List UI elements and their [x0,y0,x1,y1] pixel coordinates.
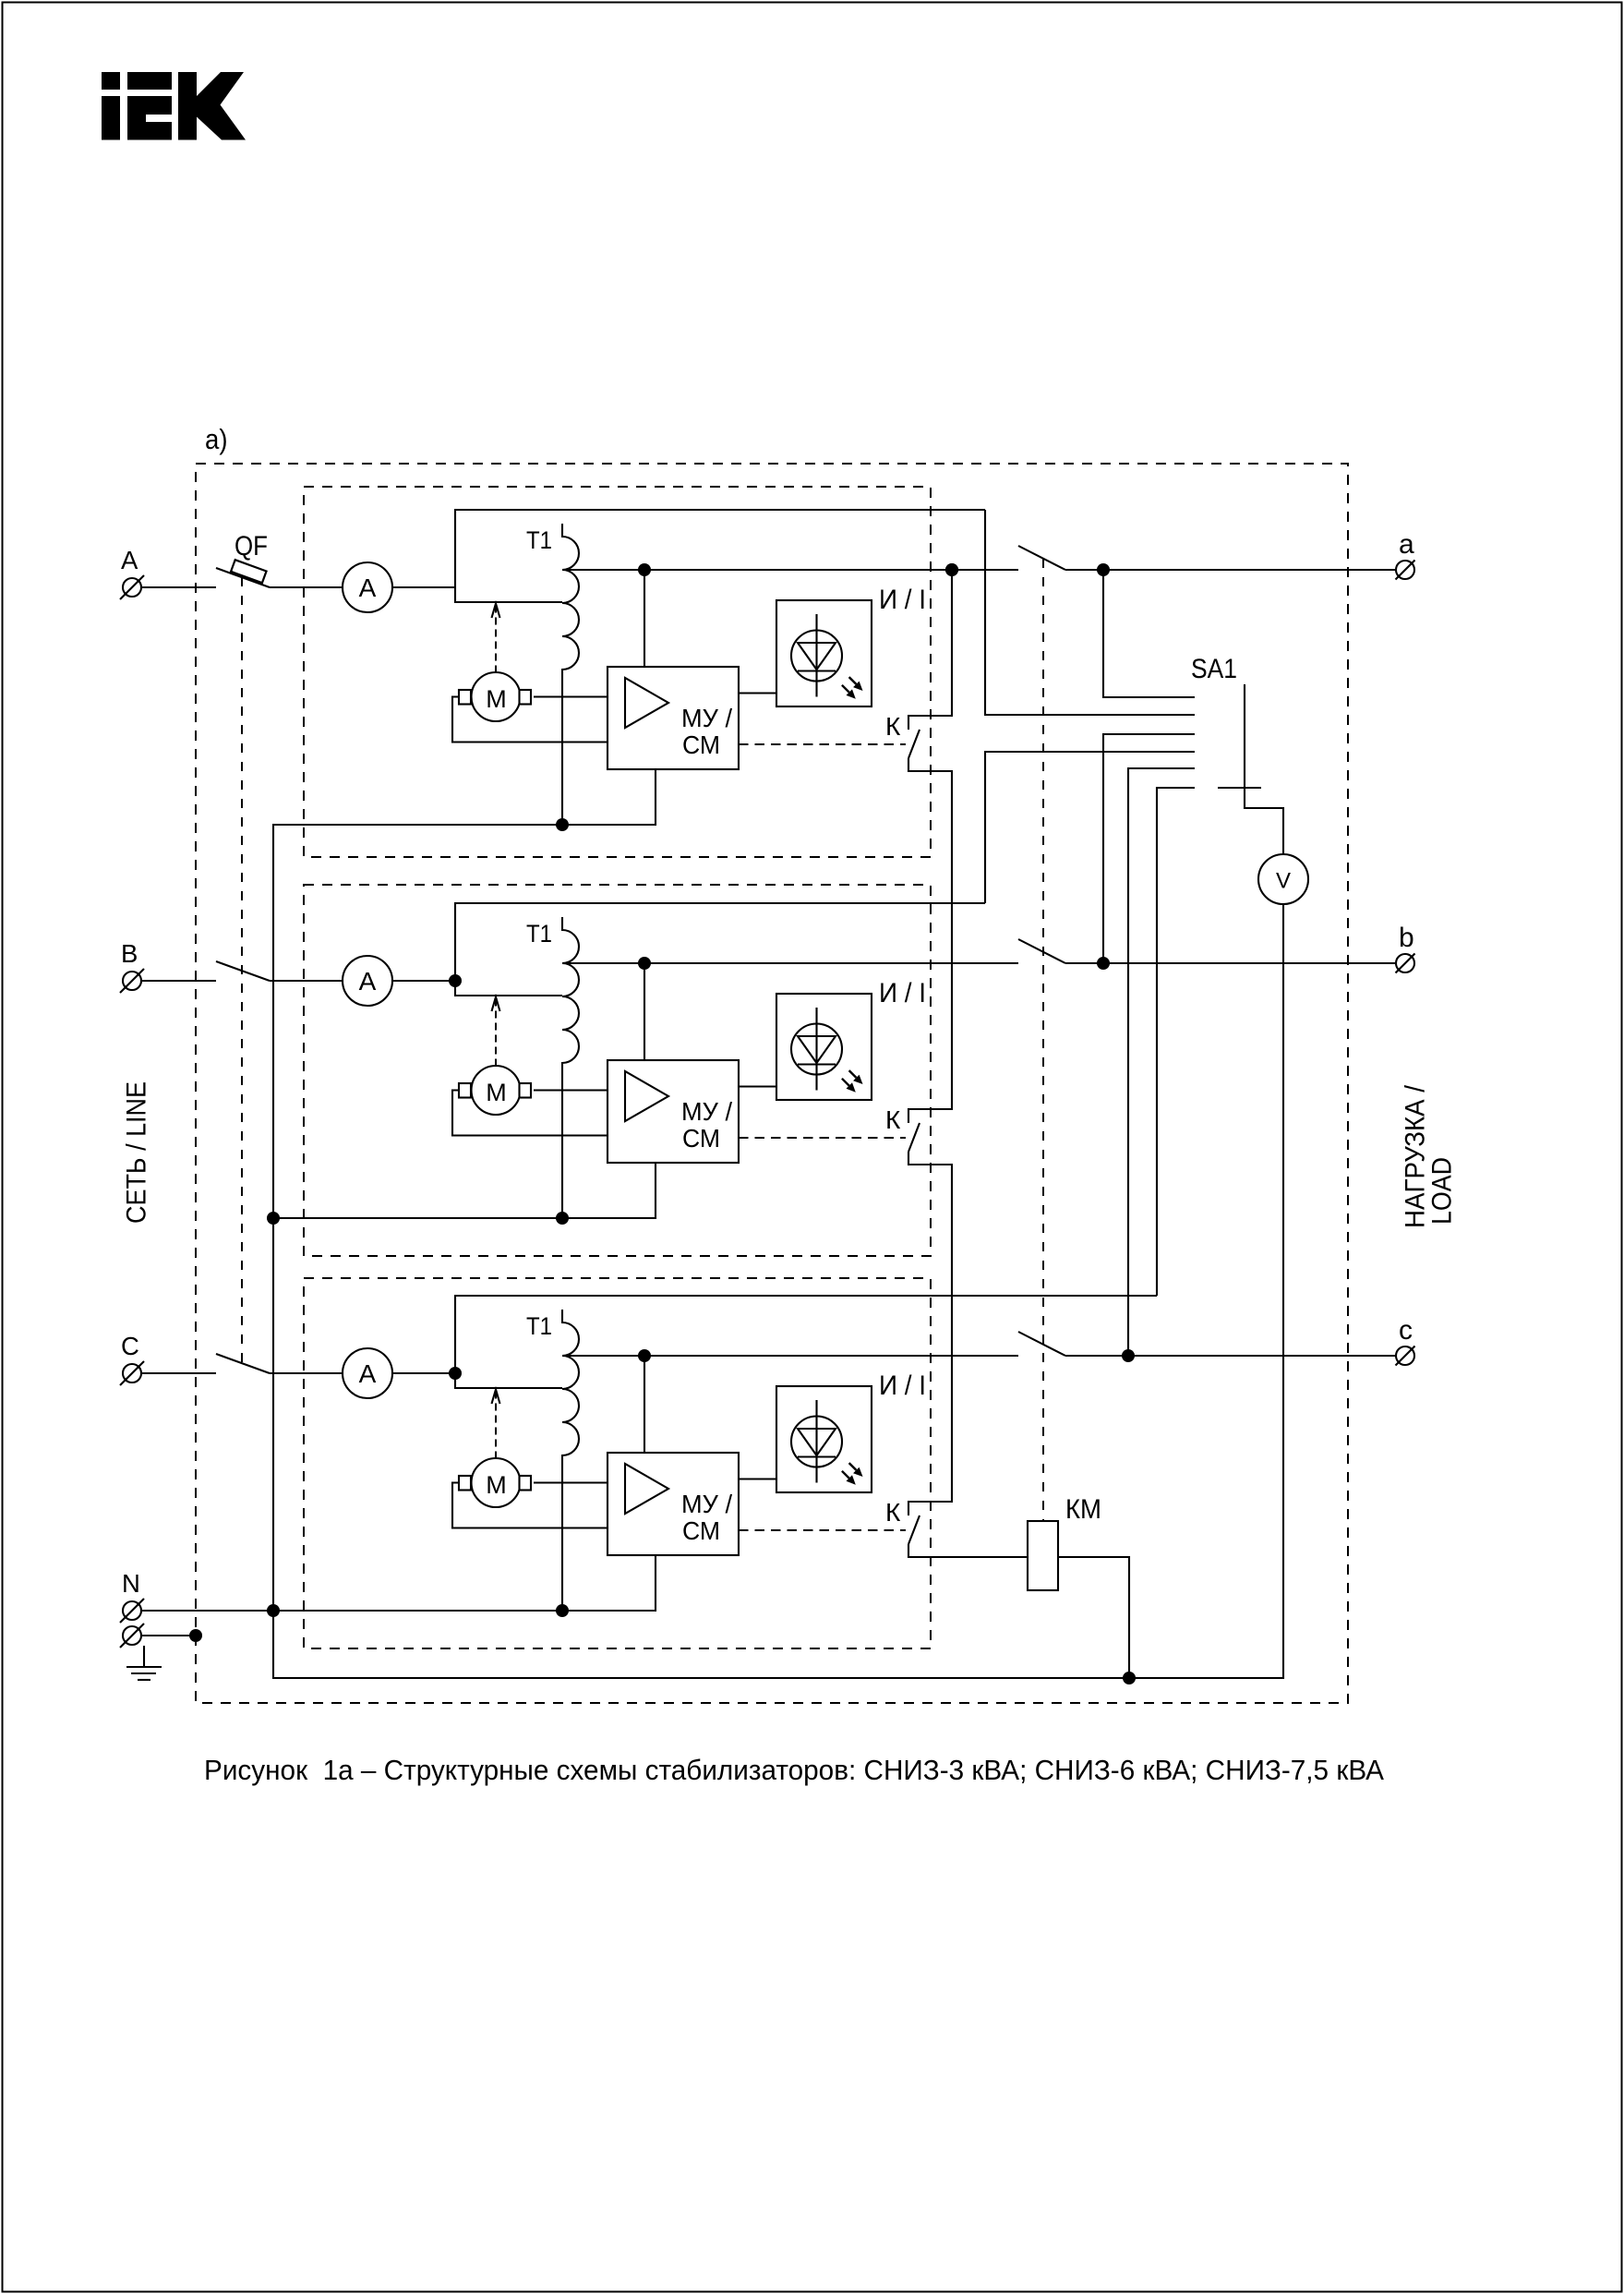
svg-text:Т1: Т1 [526,920,552,948]
svg-text:M: M [486,685,507,713]
svg-text:МУ /: МУ / [681,704,732,732]
svg-text:c: c [1399,1315,1413,1346]
svg-text:M: M [486,1471,507,1499]
svg-text:КМ: КМ [1065,1494,1101,1525]
svg-text:A: A [359,574,377,602]
svg-text:Т1: Т1 [526,1312,552,1340]
svg-text:a): a) [205,423,228,455]
svg-text:M: M [486,1079,507,1106]
svg-text:A: A [121,546,138,574]
svg-text:СЕТЬ / LINE: СЕТЬ / LINE [122,1081,152,1224]
svg-text:C: C [121,1332,139,1360]
svg-text:МУ /: МУ / [681,1490,732,1518]
svg-text:V: V [1276,869,1291,894]
svg-text:A: A [359,967,377,996]
svg-text:И / I: И / I [879,585,926,615]
svg-text:Рисунок 1а – Структурные схем: Рисунок 1а – Структурные схемы стабилиза… [204,1754,1384,1786]
svg-text:МУ /: МУ / [681,1097,732,1126]
svg-text:СМ: СМ [682,730,720,759]
svg-text:B: B [121,939,138,968]
svg-text:Т1: Т1 [526,526,552,554]
svg-text:К: К [885,1105,901,1134]
svg-text:SA1: SA1 [1191,654,1237,684]
svg-text:К: К [885,1498,901,1527]
svg-text:QF: QF [235,531,268,561]
svg-text:N: N [122,1569,140,1598]
svg-text:LOAD: LOAD [1427,1157,1458,1225]
svg-text:И / I: И / I [879,1370,926,1401]
svg-text:b: b [1399,923,1414,953]
svg-text:НАГРУЗКА /: НАГРУЗКА / [1401,1084,1431,1228]
svg-text:A: A [359,1359,377,1388]
svg-text:a: a [1399,529,1414,560]
svg-text:СМ: СМ [682,1516,720,1545]
svg-text:И / I: И / I [879,978,926,1008]
svg-text:СМ: СМ [682,1124,720,1153]
svg-text:К: К [885,712,901,741]
